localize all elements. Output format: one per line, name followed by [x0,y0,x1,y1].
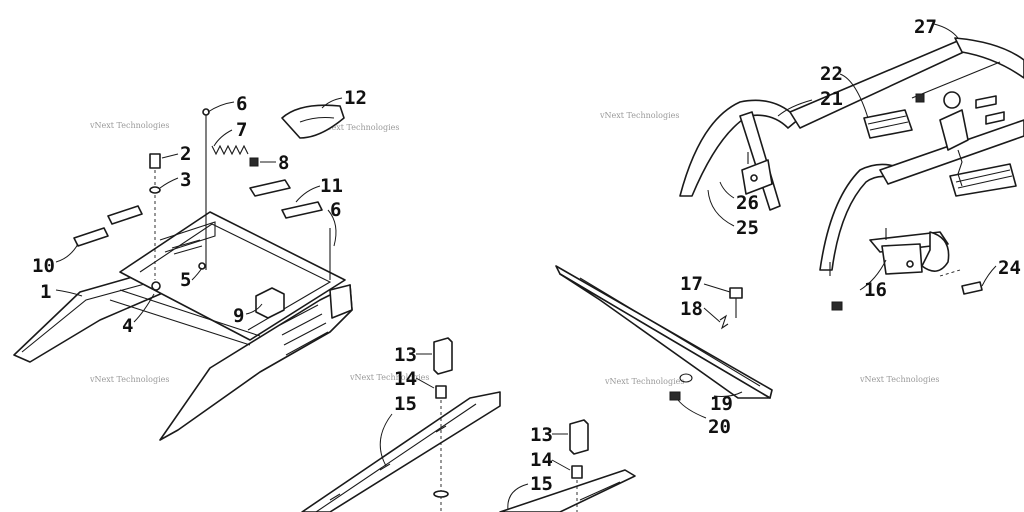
callout-2: 2 [180,143,191,165]
callout-21: 21 [820,88,843,110]
watermark: vNext Technologies [604,377,684,386]
watermark: vNext Technologies [859,375,939,384]
callout-7: 7 [236,119,247,141]
callout-15-lower: 15 [530,473,553,495]
callout-6-right: 6 [330,199,341,221]
watermark: vNext Technologies [319,123,399,132]
callout-27: 27 [914,16,937,38]
callout-13-lower: 13 [530,424,553,446]
watermark: vNext Technologies [599,111,679,120]
callout-11: 11 [320,175,343,197]
callout-16: 16 [864,279,887,301]
callout-3: 3 [180,169,191,191]
callout-1: 1 [40,281,51,303]
leader-lines [55,23,997,511]
watermarks: vNext Technologies vNext Technologies vN… [89,111,939,386]
cap-part-12 [281,104,345,139]
callout-17: 17 [680,273,703,295]
callout-13-center: 13 [394,344,417,366]
callout-22: 22 [820,63,843,85]
grab-bar [679,37,1024,311]
callout-9: 9 [233,305,244,327]
callout-5: 5 [180,269,191,291]
callout-24: 24 [998,257,1021,279]
watermark: vNext Technologies [349,373,429,382]
seat-base-frame [13,211,353,441]
callout-14-lower: 14 [530,449,553,471]
callout-15-center: 15 [394,393,417,415]
pads [73,179,323,247]
watermark: vNext Technologies [89,375,169,384]
callout-8: 8 [278,152,289,174]
skid-plate [555,265,773,401]
slide-rails [301,337,636,512]
callout-10: 10 [32,255,55,277]
callout-25: 25 [736,217,759,239]
callout-12: 12 [344,87,367,109]
callout-20: 20 [708,416,731,438]
watermark: vNext Technologies [89,121,169,130]
callout-18: 18 [680,298,703,320]
callout-4: 4 [122,315,133,337]
hardware-left [149,108,331,319]
callout-19: 19 [710,393,733,415]
callout-26: 26 [736,192,759,214]
callouts: 1 2 3 4 5 6 6 7 8 9 10 11 12 13 14 15 13… [32,16,1021,495]
callout-6-top: 6 [236,93,247,115]
callout-14-center: 14 [394,368,417,390]
